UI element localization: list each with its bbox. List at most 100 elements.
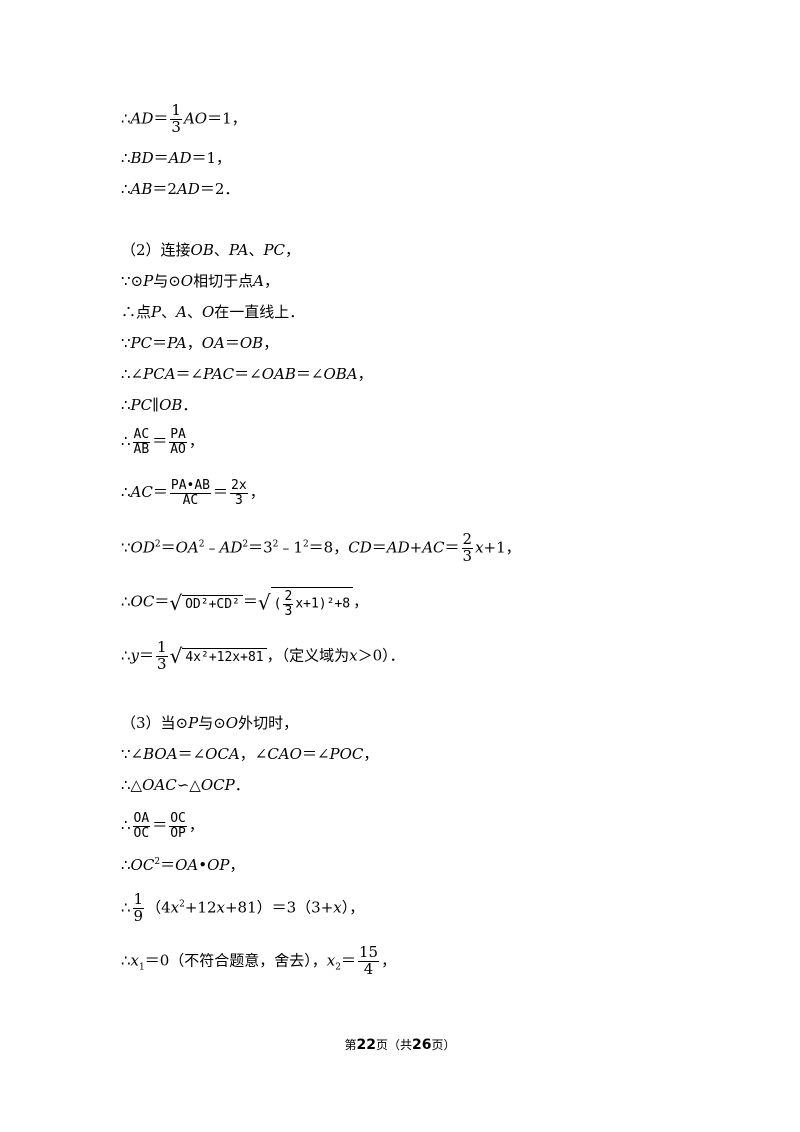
total-pages: 26 <box>412 1037 432 1053</box>
math-var: x <box>326 951 336 970</box>
exponent: 2 <box>302 539 309 550</box>
solution-line-2: ∴BD＝AD＝1， <box>121 151 231 166</box>
math-op: ＝ <box>152 334 168 352</box>
math-var: P <box>188 714 199 732</box>
math-var: OB <box>159 396 183 414</box>
math-text: +1， <box>483 538 521 557</box>
denominator: 3 <box>157 654 167 673</box>
math-op: ＝ <box>153 149 169 167</box>
because-symbol: ∵ <box>121 538 131 557</box>
numerator: 2 <box>461 530 474 549</box>
denominator: AB <box>133 441 150 457</box>
therefore-symbol: ∴ <box>121 646 131 665</box>
math-text: ＞0）． <box>357 646 405 665</box>
math-op: ＝2 <box>152 180 177 198</box>
math-var: AC <box>422 538 445 557</box>
math-var: OC <box>130 592 155 611</box>
page-footer: 第22页（共26页） <box>0 1036 800 1053</box>
math-text: ＝8， <box>308 538 349 557</box>
math-var: x <box>130 951 140 970</box>
math-var: CD <box>348 538 372 557</box>
radical-sign: √ <box>169 590 183 615</box>
solution-line-8: ∴∠PCA＝∠PAC＝∠OAB＝∠OBA， <box>121 367 373 382</box>
math-var: PC <box>130 396 153 414</box>
therefore-symbol: ∴ <box>121 951 131 970</box>
math-var: AD <box>386 538 410 557</box>
separator: 、 <box>213 241 229 259</box>
subscript: 2 <box>335 962 341 973</box>
radicand: OD²+CD² <box>182 594 243 611</box>
math-text: x+1)²+8 <box>295 596 351 612</box>
math-var: OA <box>201 334 225 352</box>
numerator: 15 <box>358 943 380 962</box>
math-var: x <box>475 538 484 557</box>
math-op: ＝ <box>371 538 387 557</box>
math-var: OA <box>175 856 199 874</box>
exponent: 2 <box>198 539 205 550</box>
math-op: ﹣ <box>204 538 220 557</box>
math-var: PA <box>167 334 187 352</box>
because-symbol: ∵ <box>121 334 131 352</box>
math-var: y <box>130 646 140 665</box>
math-op: + <box>409 538 423 557</box>
punctuation: ． <box>182 396 198 414</box>
square-root: √OD²+CD² <box>169 593 243 613</box>
math-op: ＝∠ <box>234 365 262 383</box>
math-text: （2）连接 <box>121 241 191 259</box>
therefore-symbol: ∴△ <box>121 776 143 794</box>
punctuation: ）， <box>341 898 365 917</box>
numerator: 1 <box>170 101 182 120</box>
therefore-symbol: ∴ <box>121 898 131 917</box>
math-var: PC <box>130 334 153 352</box>
math-op: ＝ <box>152 483 168 502</box>
denominator: OC <box>133 825 150 841</box>
solution-line-3: ∴AB＝2AD＝2． <box>121 182 239 197</box>
because-symbol: ∵∠ <box>121 745 144 763</box>
therefore-symbol: ∴点 <box>121 303 152 321</box>
math-op: ＝∠ <box>295 365 324 383</box>
numerator: OA <box>132 811 151 827</box>
math-var: CAO <box>267 745 302 763</box>
math-var: O <box>201 303 215 321</box>
math-var: AD <box>219 538 243 557</box>
punctuation: ． <box>234 776 250 794</box>
math-text: 与⊙ <box>198 714 226 732</box>
math-var: x <box>349 646 358 665</box>
punctuation: ， <box>263 272 279 290</box>
math-text: ＝0（不符合题意，舍去）， <box>144 951 327 970</box>
therefore-symbol: ∴ <box>121 109 131 128</box>
denominator: AC <box>182 492 199 508</box>
similar-symbol: ∽△ <box>176 776 201 794</box>
exponent: 2 <box>179 899 185 910</box>
math-var: BD <box>130 149 154 167</box>
math-var: OAB <box>261 365 296 383</box>
math-var: AD <box>130 109 154 128</box>
numerator: 1 <box>132 890 145 909</box>
separator: 、 <box>161 303 177 321</box>
math-op: ＝∠ <box>301 745 330 763</box>
math-var: OBA <box>323 365 358 383</box>
math-var: A <box>253 272 264 290</box>
math-op: ＝ <box>160 856 176 874</box>
footer-text: 页（共 <box>375 1038 412 1052</box>
math-op: ＝ <box>444 538 460 557</box>
square-root: √4x²+12x+81 <box>170 646 267 666</box>
subscript: 1 <box>139 962 145 973</box>
math-text: +81）＝3（3+ <box>224 898 334 917</box>
therefore-symbol: ∴ <box>121 816 131 835</box>
punctuation: ， <box>285 241 301 259</box>
math-text: ＝1， <box>191 149 232 167</box>
math-op: ＝∠ <box>175 365 204 383</box>
math-op: ＝ <box>242 592 258 611</box>
